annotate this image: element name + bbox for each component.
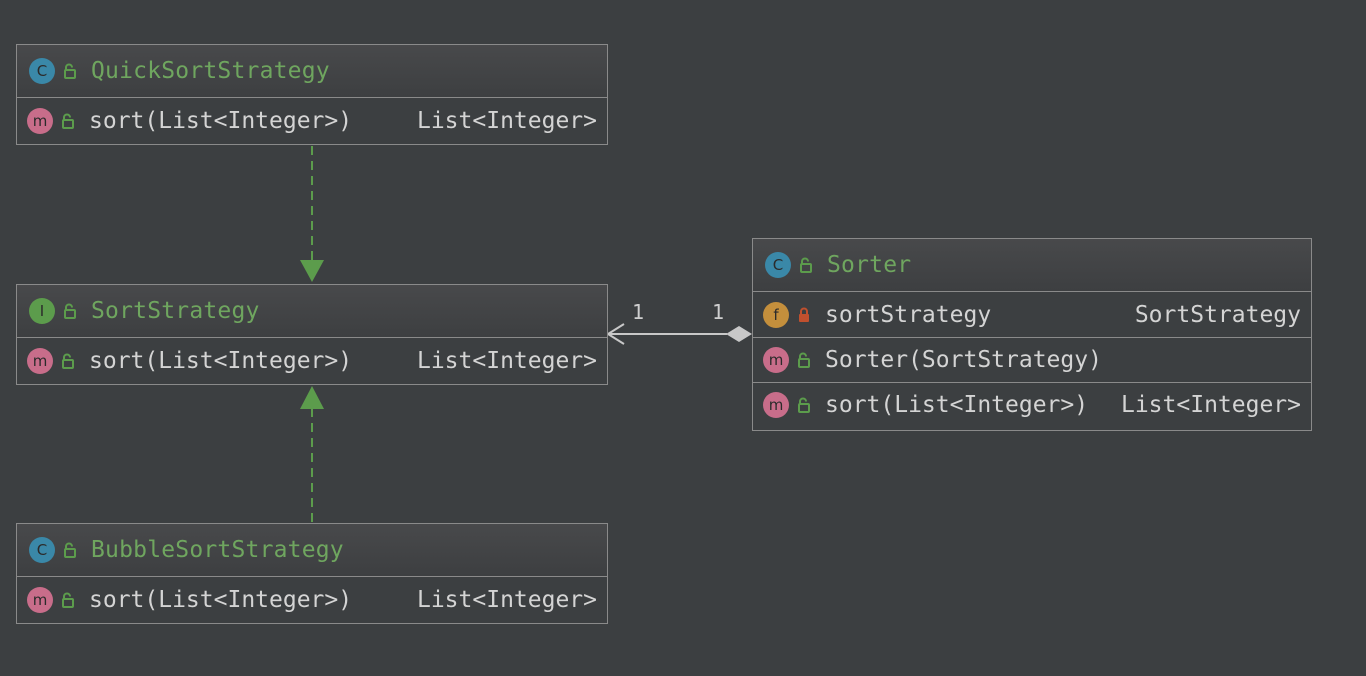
public-unlock-icon [62, 592, 74, 608]
class-icon: C [765, 252, 791, 278]
constructor-row[interactable]: m Sorter(SortStrategy) [753, 337, 1311, 382]
method-icon: m [763, 347, 789, 373]
public-unlock-icon [800, 257, 812, 273]
public-unlock-icon [64, 542, 76, 558]
public-unlock-icon [62, 353, 74, 369]
class-name: BubbleSortStrategy [91, 537, 344, 563]
realization-arrowhead-quicksort [300, 260, 324, 282]
public-unlock-icon [64, 63, 76, 79]
multiplicity-source: 1 [712, 300, 725, 324]
method-row[interactable]: m sort(List<Integer>) List<Integer> [17, 577, 607, 622]
interface-node-sortstrategy[interactable]: I SortStrategy m sort(List<Integer>) Lis… [16, 284, 608, 385]
class-node-sorter[interactable]: C Sorter f sortStrategy SortStrategy m S… [752, 238, 1312, 431]
class-node-bubblesortstrategy[interactable]: C BubbleSortStrategy m sort(List<Integer… [16, 523, 608, 624]
field-row[interactable]: f sortStrategy SortStrategy [753, 292, 1311, 337]
public-unlock-icon [62, 113, 74, 129]
realization-arrowhead-bubblesort [300, 386, 324, 409]
interface-header[interactable]: I SortStrategy [17, 285, 607, 338]
interface-name: SortStrategy [91, 298, 260, 324]
class-icon: C [29, 58, 55, 84]
class-header[interactable]: C Sorter [753, 239, 1311, 292]
class-name: Sorter [827, 252, 912, 278]
interface-icon: I [29, 298, 55, 324]
class-name: QuickSortStrategy [91, 58, 330, 84]
class-icon: C [29, 537, 55, 563]
method-icon: m [27, 586, 53, 613]
method-name: sort(List<Integer>) [825, 392, 1089, 418]
method-name: sort(List<Integer>) [89, 347, 353, 374]
method-name: sort(List<Integer>) [89, 586, 353, 613]
abstract-method-icon: m [27, 347, 53, 374]
constructor-name: Sorter(SortStrategy) [825, 347, 1102, 373]
field-icon: f [763, 301, 789, 328]
class-header[interactable]: C QuickSortStrategy [17, 45, 607, 98]
method-row[interactable]: m sort(List<Integer>) List<Integer> [753, 382, 1311, 427]
method-name: sort(List<Integer>) [89, 107, 353, 134]
field-type: SortStrategy [1134, 301, 1301, 328]
composition-diamond [726, 326, 752, 342]
method-return-type: List<Integer> [416, 347, 597, 374]
class-header[interactable]: C BubbleSortStrategy [17, 524, 607, 577]
public-unlock-icon [64, 303, 76, 319]
method-icon: m [27, 107, 53, 134]
multiplicity-target: 1 [632, 300, 645, 324]
method-return-type: List<Integer> [416, 586, 597, 613]
method-return-type: List<Integer> [1120, 392, 1301, 418]
composition-open-arrowhead [606, 323, 625, 345]
class-node-quicksortstrategy[interactable]: C QuickSortStrategy m sort(List<Integer>… [16, 44, 608, 145]
public-unlock-icon [798, 397, 810, 413]
method-icon: m [763, 392, 789, 418]
public-unlock-icon [798, 352, 810, 368]
field-name: sortStrategy [825, 301, 992, 328]
method-row[interactable]: m sort(List<Integer>) List<Integer> [17, 338, 607, 383]
method-return-type: List<Integer> [416, 107, 597, 134]
private-lock-icon [799, 307, 809, 322]
method-row[interactable]: m sort(List<Integer>) List<Integer> [17, 98, 607, 143]
